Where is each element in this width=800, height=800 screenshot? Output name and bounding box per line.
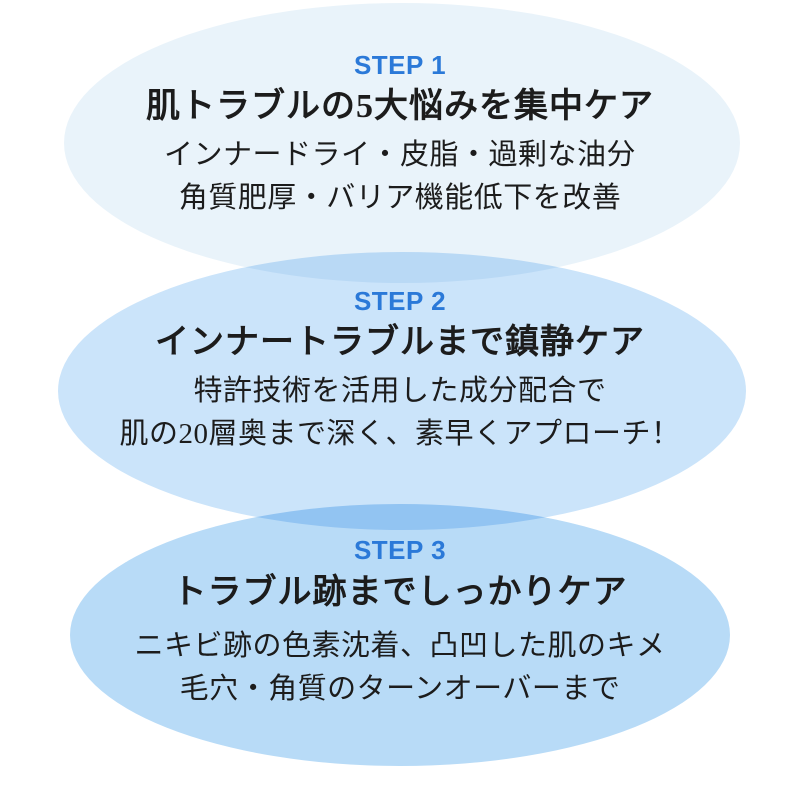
step-2-line-2: 肌の20層奥まで深く、素早くアプローチ！ [119, 418, 681, 450]
step-3-line-1: ニキビ跡の色素沈着、凸凹した肌のキメ [134, 630, 666, 662]
step-2-line-1: 特許技術を活用した成分配合で [193, 375, 607, 407]
step-1-ellipse-background [64, 3, 740, 283]
step-1-title: 肌トラブルの5大悩みを集中ケア [146, 88, 654, 125]
step-3-title: トラブル跡までしっかりケア [172, 574, 628, 611]
step-1-line-2: 角質肥厚・バリア機能低下を改善 [178, 182, 622, 214]
step-2-title: インナートラブルまで鎮静ケア [155, 324, 645, 361]
step-2-description: 特許技術を活用した成分配合で 肌の20層奥まで深く、素早くアプローチ！ [0, 370, 800, 456]
step-1-label: STEP 1 [353, 50, 447, 80]
step-1-line-1: インナードライ・皮脂・過剰な油分 [163, 139, 636, 171]
step-3-description: ニキビ跡の色素沈着、凸凹した肌のキメ 毛穴・角質のターンオーバーまで [0, 625, 800, 711]
step-3-line-2: 毛穴・角質のターンオーバーまで [179, 673, 621, 705]
step-2-label: STEP 2 [353, 286, 447, 316]
step-3-label: STEP 3 [353, 535, 447, 565]
step-1-description: インナードライ・皮脂・過剰な油分 角質肥厚・バリア機能低下を改善 [0, 134, 800, 220]
step-2-ellipse-background [58, 252, 746, 530]
step-3-ellipse-background [70, 504, 730, 766]
